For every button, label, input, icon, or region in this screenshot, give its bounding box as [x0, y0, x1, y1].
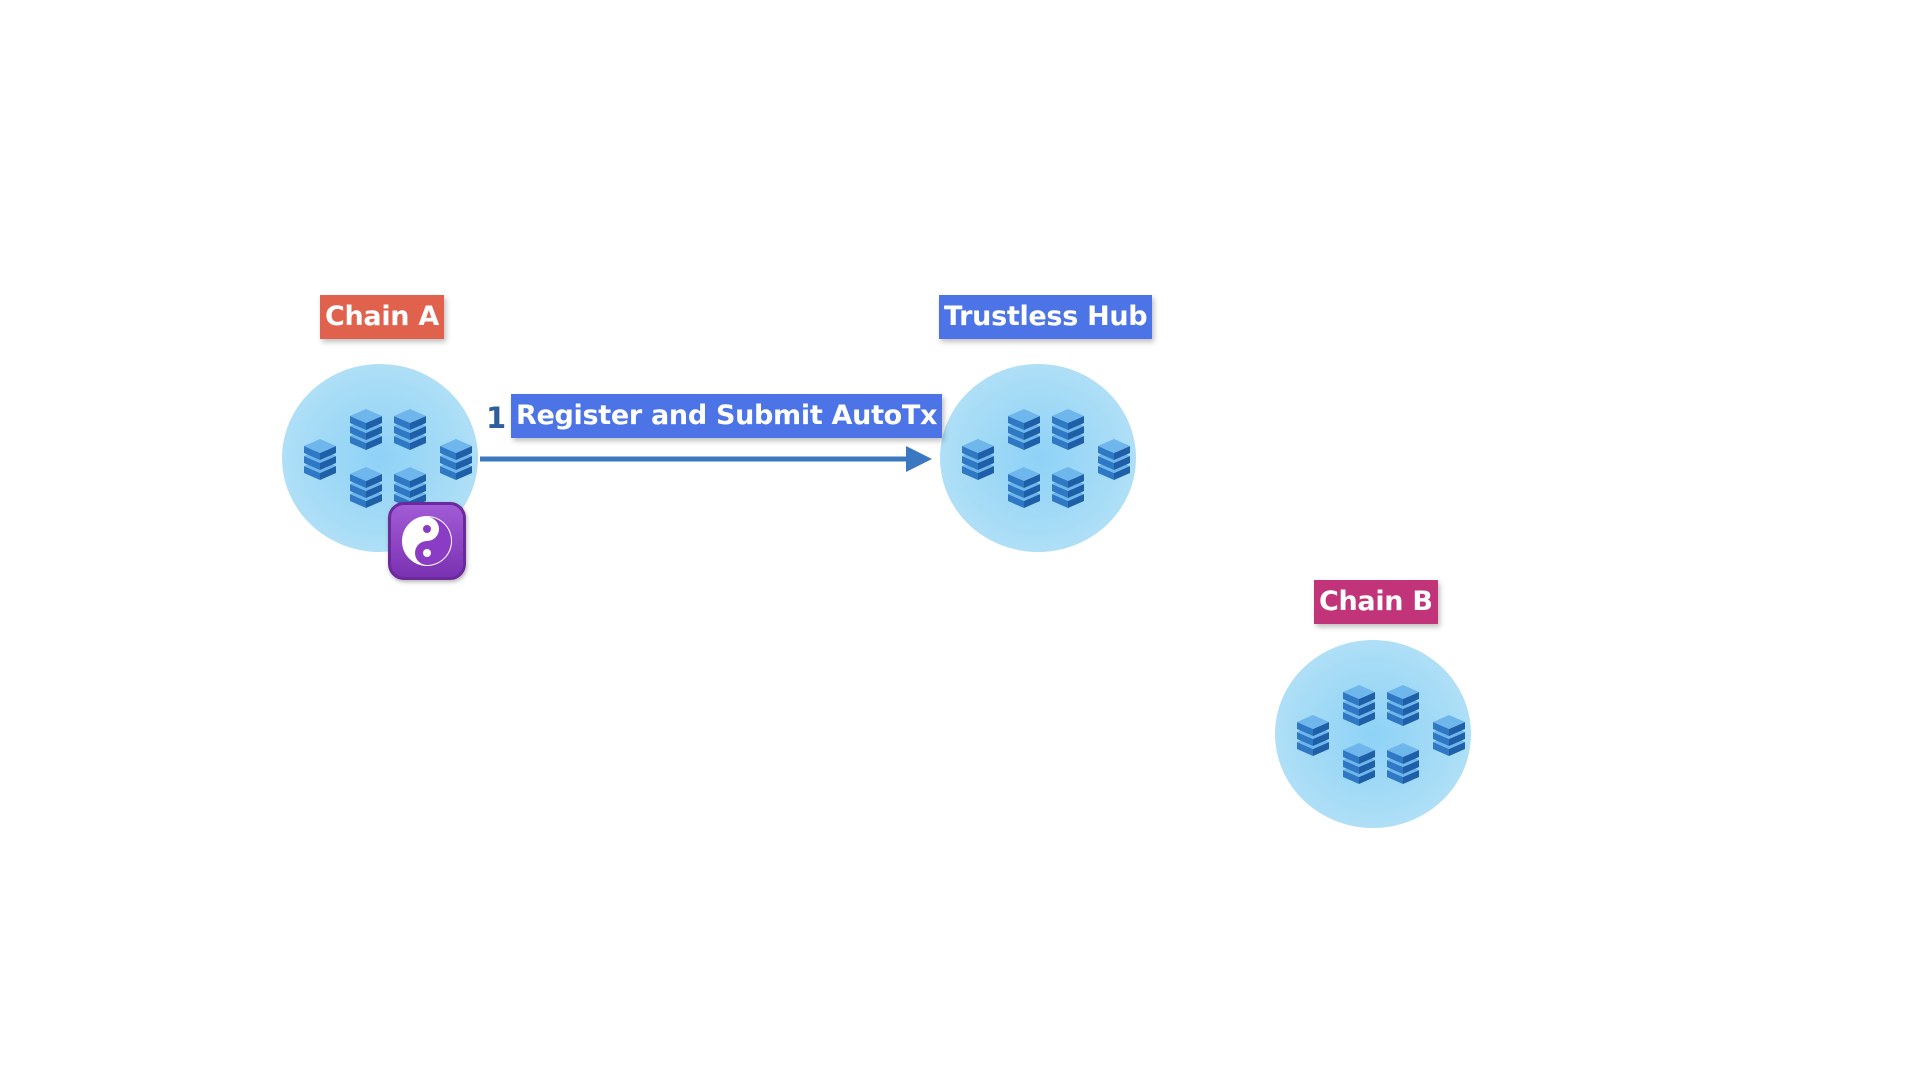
edge-label: Register and Submit AutoTx — [511, 394, 943, 438]
server-stack-icon — [1343, 743, 1375, 784]
server-stack-icon — [1008, 409, 1040, 450]
server-stack-icon — [350, 409, 382, 450]
server-stack-icon — [1052, 467, 1084, 508]
trustless-hub-label: Trustless Hub — [939, 295, 1153, 339]
server-stack-icon — [1433, 715, 1465, 756]
server-stack-icon — [1008, 467, 1040, 508]
server-stack-icon — [1343, 685, 1375, 726]
server-stack-icon — [394, 409, 426, 450]
chain-a-label: Chain A — [320, 295, 444, 339]
server-stack-icon — [1297, 715, 1329, 756]
server-stack-icon — [440, 439, 472, 480]
chain-b-node — [1275, 640, 1471, 828]
server-stack-icon — [1098, 439, 1130, 480]
step-number: 1 — [486, 401, 507, 435]
server-stack-icon — [350, 467, 382, 508]
server-cluster-icon — [1297, 685, 1465, 784]
server-stack-icon — [1387, 743, 1419, 784]
trustless-hub-node — [940, 364, 1136, 552]
arrow-head — [906, 446, 932, 472]
server-cluster-icon — [962, 409, 1130, 508]
server-cluster-icon — [304, 409, 472, 508]
server-stack-icon — [1052, 409, 1084, 450]
chain-b-label: Chain B — [1314, 580, 1438, 624]
server-stack-icon — [962, 439, 994, 480]
yin-yang-icon — [388, 502, 466, 580]
server-stack-icon — [1387, 685, 1419, 726]
server-stack-icon — [304, 439, 336, 480]
